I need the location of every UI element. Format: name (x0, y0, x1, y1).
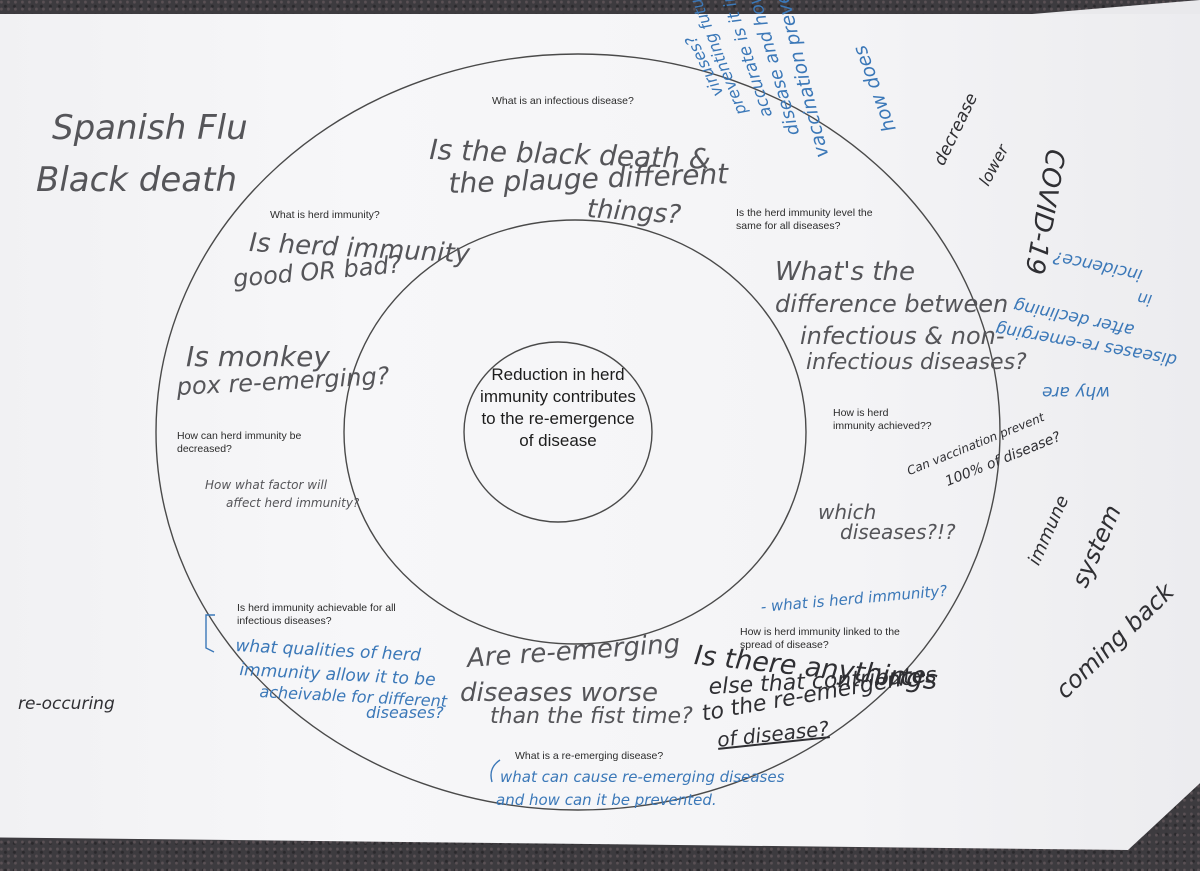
note-black-death: Black death (36, 160, 238, 200)
bracket-mark-2 (490, 759, 501, 783)
note-factor-1: How what factor will (205, 478, 328, 492)
q-herd-immunity: What is herd immunity? (270, 209, 380, 221)
note-re-emerging-worse-3: than the fist time? (490, 704, 693, 729)
note-monkey-pox-1: Is monkey (186, 340, 330, 373)
q-infectious-disease: What is an infectious disease? (492, 95, 634, 107)
note-which-diseases-2: diseases?!? (840, 520, 956, 544)
q-achieved: How is herd immunity achieved?? (833, 407, 932, 432)
q-linked-spread: How is herd immunity linked to the sprea… (740, 626, 900, 651)
bracket-mark (205, 614, 215, 653)
note-qualities-4: diseases? (366, 703, 444, 722)
center-statement: Reduction in herd immunity contributes t… (480, 365, 636, 450)
q-re-emerging: What is a re-emerging disease? (515, 750, 664, 762)
note-re-emerging-worse-2: diseases worse (460, 678, 658, 708)
note-factor-2: affect herd immunity? (226, 496, 360, 510)
note-cause-prevent-1: what can cause re-emerging diseases (500, 768, 785, 786)
outer-ring (155, 53, 1001, 811)
middle-ring (343, 219, 807, 645)
note-re-occuring: re-occuring (18, 694, 115, 714)
note-whats-difference-3: infectious & non- (800, 322, 1005, 350)
q-decreased: How can herd immunity be decreased? (177, 430, 302, 455)
note-cause-prevent-2: and how can it be prevented. (496, 791, 717, 809)
note-spanish-flu: Spanish Flu (52, 108, 248, 148)
note-which-diseases-1: which (818, 500, 877, 524)
note-whats-difference-4: infectious diseases? (806, 350, 1027, 375)
note-whats-difference-2: difference between (775, 290, 1009, 318)
note-why-diseases-1: why are (1041, 382, 1110, 402)
note-whats-difference-1: What's the (775, 257, 915, 287)
q-same-level: Is the herd immunity level the same for … (736, 207, 873, 232)
q-achievable: Is herd immunity achievable for all infe… (237, 602, 396, 627)
inner-ring (463, 341, 653, 523)
